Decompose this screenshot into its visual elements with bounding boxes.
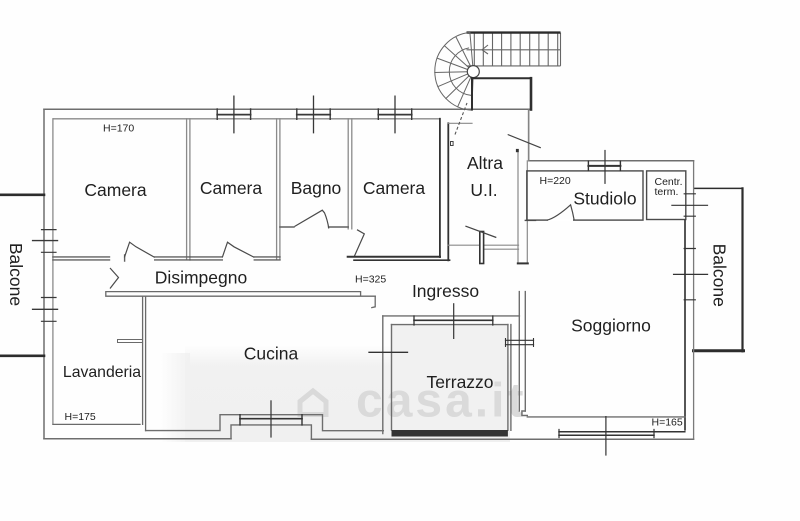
svg-text:Centr.: Centr.	[655, 176, 683, 188]
svg-text:H=165: H=165	[652, 417, 683, 429]
svg-text:Camera: Camera	[84, 180, 147, 200]
svg-text:Cucina: Cucina	[244, 344, 299, 364]
svg-text:H=325: H=325	[355, 274, 386, 286]
svg-text:term.: term.	[655, 186, 679, 198]
svg-text:Balcone: Balcone	[710, 244, 730, 307]
svg-text:Terrazzo: Terrazzo	[426, 372, 493, 392]
svg-text:Balcone: Balcone	[6, 243, 26, 306]
svg-text:Disimpegno: Disimpegno	[155, 268, 247, 288]
svg-text:H=175: H=175	[65, 411, 96, 423]
svg-text:U.I.: U.I.	[470, 180, 497, 200]
svg-text:Soggiorno: Soggiorno	[571, 316, 651, 336]
svg-text:Camera: Camera	[200, 178, 263, 198]
svg-text:Lavanderia: Lavanderia	[63, 364, 141, 381]
svg-text:H=170: H=170	[103, 123, 134, 135]
svg-text:Altra: Altra	[467, 153, 503, 173]
svg-text:Bagno: Bagno	[291, 178, 342, 198]
svg-text:H=220: H=220	[540, 175, 571, 187]
svg-text:Studiolo: Studiolo	[573, 189, 636, 209]
svg-text:casa.it: casa.it	[356, 375, 526, 428]
svg-text:Camera: Camera	[363, 178, 426, 198]
svg-text:Ingresso: Ingresso	[412, 281, 479, 301]
